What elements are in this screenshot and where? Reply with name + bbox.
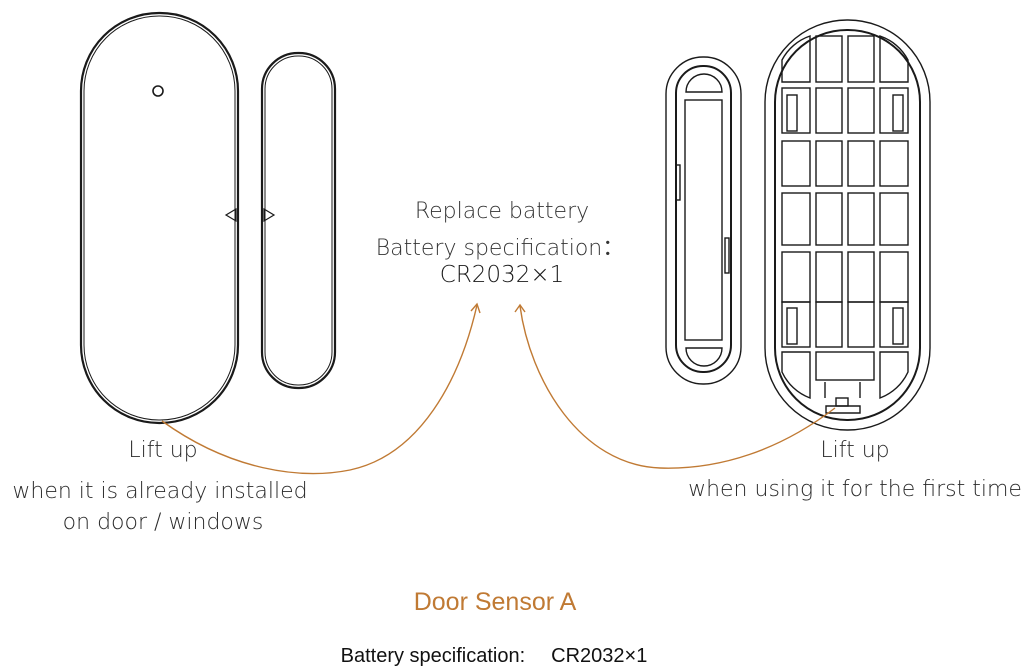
battery-spec-value: CR2032×1 [439, 262, 565, 288]
right-arrowhead-icon [514, 303, 526, 313]
grid-corner-cell [879, 35, 909, 83]
left-lift-arrow [161, 304, 478, 475]
clip-slot [786, 307, 798, 345]
grid-corner-cell [781, 35, 811, 83]
sensor-back-illustration [764, 19, 931, 431]
left-instruction-line1: when it is already installed [12, 479, 308, 504]
right-lift-arrow [519, 305, 836, 469]
replace-battery-label: Replace battery [414, 199, 590, 224]
lift-arrows [161, 302, 836, 475]
battery-spec-label: Battery specification： [375, 236, 625, 261]
grid-cell [879, 192, 909, 246]
alignment-arrow-right-icon [263, 207, 276, 223]
grid-cell [815, 87, 843, 134]
right-instruction: when using it for the first time [688, 477, 1022, 502]
grid-cell [781, 87, 811, 134]
grid-cell [879, 251, 909, 303]
grid-cell [815, 192, 843, 246]
footer-spec-label: Battery specification: [340, 645, 526, 667]
left-lift-up-label: Lift up [128, 438, 198, 463]
grid-cell [781, 192, 811, 246]
grid-cell [847, 35, 875, 83]
clip-slot [892, 94, 904, 132]
grid-corner-cell [781, 351, 811, 400]
left-instruction-line2: on door / windows [62, 510, 264, 535]
grid-cell [879, 301, 909, 348]
grid-corner-cell [879, 351, 909, 400]
grid-cell [815, 351, 875, 381]
grid-cell [815, 140, 843, 187]
battery-spec-footer: Battery specification: CR2032×1 [341, 645, 648, 668]
magnet-back-illustration [665, 56, 742, 385]
left-arrowhead-icon [470, 302, 481, 314]
grid-cell [879, 140, 909, 187]
clip-slot [786, 94, 798, 132]
grid-cell [781, 301, 811, 348]
right-lift-up-label: Lift up [820, 438, 890, 463]
grid-cell [781, 251, 811, 303]
grid-cell [847, 192, 875, 246]
grid-cell [847, 251, 875, 303]
alignment-arrow-left-icon [224, 207, 237, 223]
grid-cell [815, 35, 843, 83]
grid-cell [815, 301, 843, 348]
indicator-led-icon [152, 85, 164, 97]
grid-cell [879, 87, 909, 134]
grid-cell [815, 251, 843, 303]
grid-cell [847, 301, 875, 348]
magnet-front-illustration [260, 51, 337, 390]
grid-cell [847, 140, 875, 187]
sensor-front-illustration [79, 11, 240, 425]
product-title: Door Sensor A [413, 588, 577, 616]
footer-spec-value: CR2032×1 [551, 645, 648, 667]
clip-slot [892, 307, 904, 345]
grid-cell [781, 140, 811, 187]
grid-cell [847, 87, 875, 134]
